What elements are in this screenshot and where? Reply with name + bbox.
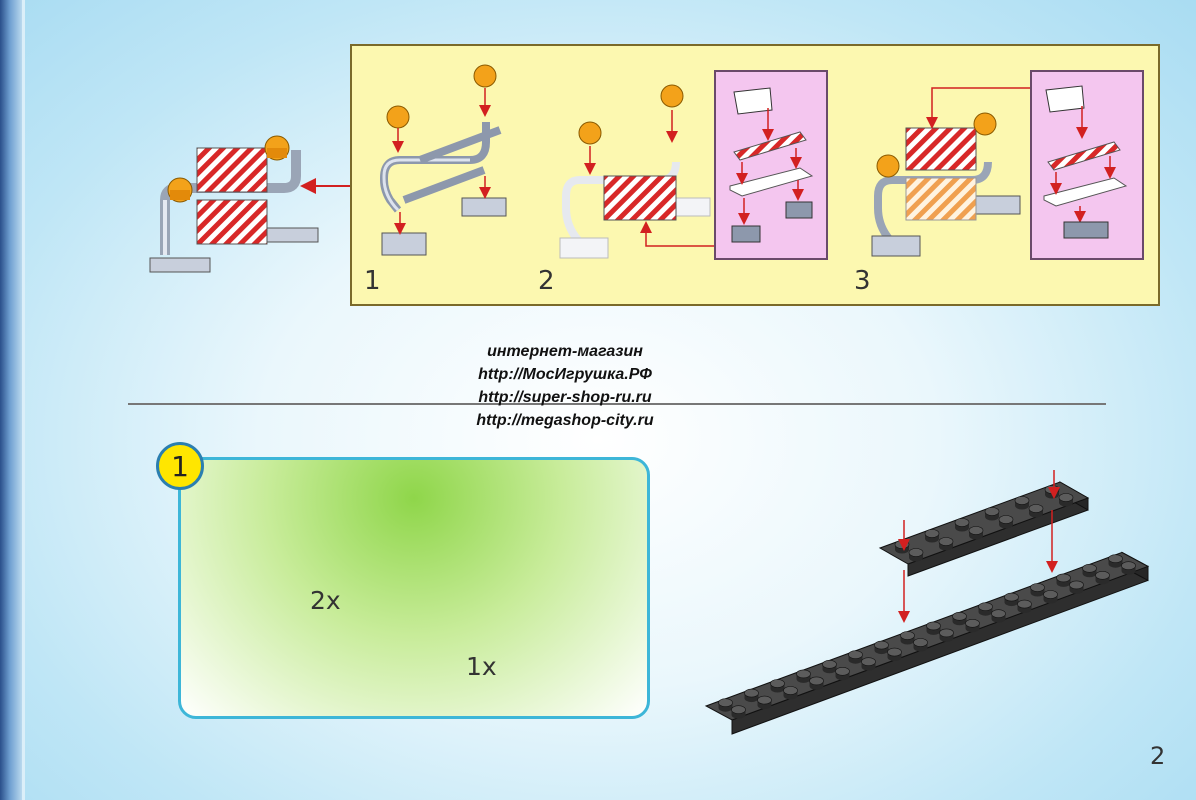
plate-stud: [1082, 563, 1097, 578]
plate-stud: [1095, 570, 1110, 585]
substep-3-number: 3: [854, 266, 871, 296]
watermark-line: http://super-shop-ru.ru: [478, 389, 652, 406]
substep-2-diagram: [559, 84, 814, 259]
assembly-plate-2x12: [704, 551, 1150, 735]
spine-edge: [22, 0, 25, 800]
plate-stud: [924, 529, 940, 543]
watermark-line: http://МосИгрушка.РФ: [478, 366, 652, 383]
plate-stud: [939, 628, 954, 642]
plate-stud: [1028, 504, 1044, 518]
plate-stud: [965, 618, 980, 633]
plate-stud: [744, 688, 759, 703]
plate-stud: [1056, 573, 1071, 587]
completed-barrier: [149, 135, 319, 273]
plate-stud: [991, 609, 1006, 623]
plate-stud: [1004, 592, 1019, 607]
plate-stud: [718, 698, 733, 712]
substep-3-diagram: [871, 85, 1128, 257]
plate-stud: [1108, 554, 1123, 568]
watermark-line: http://megashop-city.ru: [476, 412, 654, 429]
plate-stud: [894, 540, 910, 554]
plate-stud: [1069, 580, 1084, 594]
plate-stud: [1058, 493, 1074, 507]
watermark-line: интернет-магазин: [487, 343, 643, 360]
section-divider: [128, 403, 1106, 405]
plate-stud: [822, 659, 837, 674]
plate-stud: [913, 638, 928, 652]
plate-stud: [1043, 590, 1058, 604]
plate-stud: [861, 657, 876, 671]
substep-1-diagram: [380, 64, 507, 256]
part-quantity-2x12: 1x: [466, 652, 497, 681]
shop-watermark: интернет-магазин http://МосИгрушка.РФ ht…: [440, 340, 690, 432]
assembly-arrows: [898, 470, 1060, 623]
plate-stud: [887, 647, 902, 662]
plate-stud: [783, 686, 798, 700]
plate-stud: [938, 537, 954, 551]
plate-stud: [998, 515, 1014, 529]
plate-stud: [1014, 496, 1030, 510]
plate-stud: [848, 650, 863, 664]
plate-stud: [926, 621, 941, 635]
plate-stud: [757, 695, 772, 710]
plate-stud: [900, 631, 915, 645]
page-number: 2: [1150, 742, 1166, 770]
substep-2-number: 2: [538, 266, 555, 296]
plate-stud: [954, 518, 970, 532]
plate-stud: [1121, 561, 1136, 575]
part-quantity-2x6: 2x: [310, 586, 341, 615]
parts-list-box: [178, 457, 650, 719]
substep-2-detail-inset: [714, 70, 828, 260]
booklet-spine: [0, 0, 22, 800]
plate-stud: [835, 666, 850, 681]
plate-stud: [770, 679, 785, 693]
plate-stud: [908, 548, 924, 562]
plate-stud: [1044, 485, 1060, 499]
plate-stud: [731, 705, 746, 719]
plate-stud: [1030, 583, 1045, 597]
substep-1-number: 1: [364, 266, 381, 296]
plate-stud: [952, 611, 967, 626]
assembly-plate-2x6: [878, 481, 1090, 577]
plate-stud: [984, 507, 1000, 521]
plate-stud: [1017, 599, 1032, 614]
plate-stud: [978, 602, 993, 616]
plate-stud: [968, 526, 984, 540]
plate-stud: [874, 640, 889, 655]
step-number-badge: 1: [156, 442, 204, 490]
plate-stud: [809, 676, 824, 690]
plate-stud: [796, 669, 811, 683]
